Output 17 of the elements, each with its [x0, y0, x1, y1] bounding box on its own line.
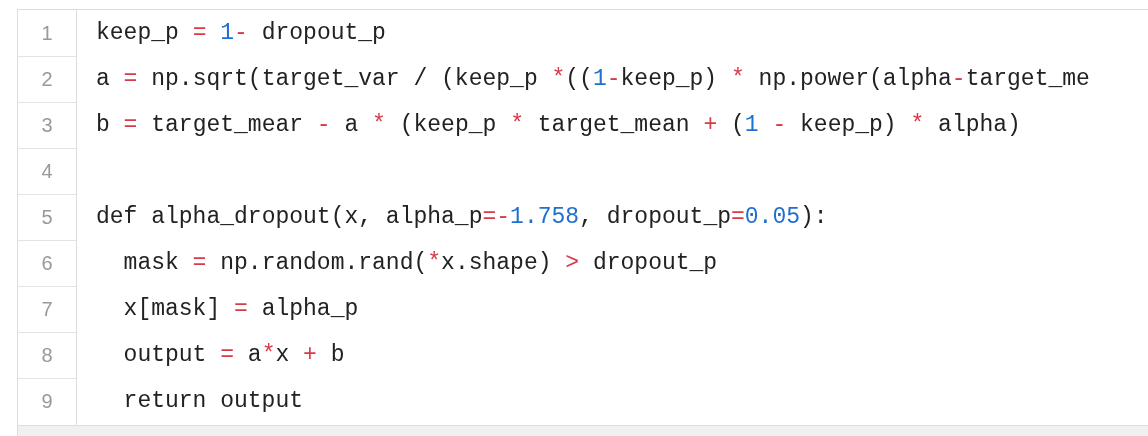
line-number: 5 [40, 205, 54, 229]
code-line: output = a*x + b [123, 341, 345, 369]
line-number: 6 [40, 251, 54, 275]
code-line: def alpha_dropout(x, alpha_p=-1.758, dropout_p=0.05): [96, 203, 828, 231]
line-number: 3 [40, 113, 54, 137]
line-number: 9 [40, 389, 54, 413]
line-number: 2 [40, 67, 54, 91]
code-line: keep_p = 1- dropout_p [96, 19, 386, 47]
code-line: return output [123, 387, 304, 415]
code-line: x[mask] = alpha_p [123, 295, 359, 323]
code-line: b = target_mear - a * (keep_p * target_mean + (1 - keep_p) * alpha) [96, 111, 1021, 139]
line-number: 8 [40, 343, 54, 367]
line-number: 7 [40, 297, 54, 321]
code-line: mask = np.random.rand(*x.shape) > dropout_p [123, 249, 718, 277]
line-number: 4 [40, 159, 54, 183]
code-line: a = np.sqrt(target_var / (keep_p *((1-keep_p) * np.power(alpha-target_me [96, 65, 1090, 93]
line-number: 1 [40, 21, 54, 45]
